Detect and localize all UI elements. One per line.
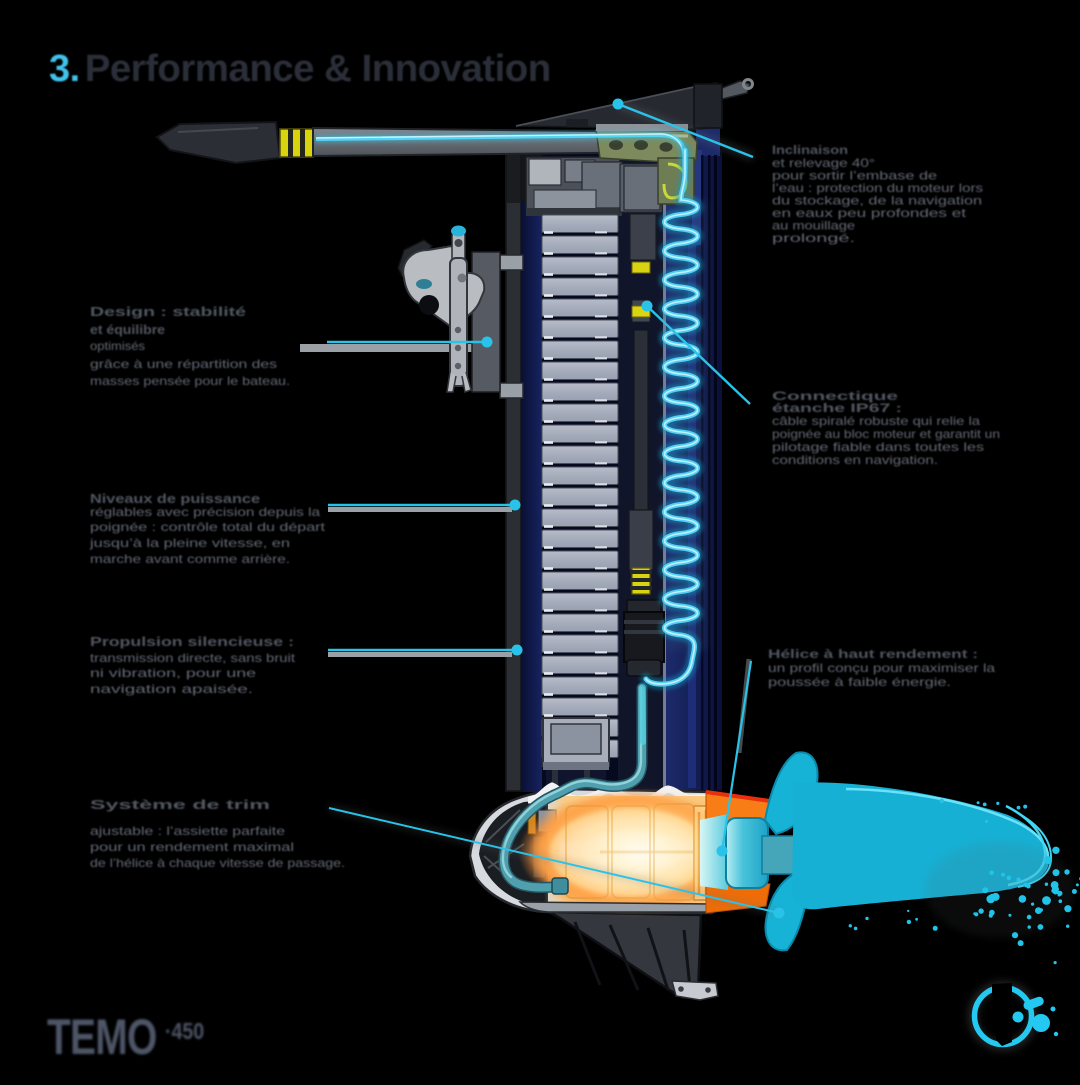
svg-text:et équilibre: et équilibre — [90, 322, 165, 337]
svg-text:TEMO: TEMO — [47, 1008, 157, 1065]
svg-text:poussée à faible énergie.: poussée à faible énergie. — [768, 675, 951, 689]
svg-text:étanche IP67 :: étanche IP67 : — [772, 401, 902, 415]
svg-text:poignée : contrôle total du dé: poignée : contrôle total du départ — [90, 520, 326, 534]
svg-text:conditions en navigation.: conditions en navigation. — [772, 453, 938, 467]
svg-text:Inclinaison: Inclinaison — [772, 143, 848, 157]
svg-text:de l’hélice à chaque vitesse d: de l’hélice à chaque vitesse de passage. — [90, 856, 345, 870]
svg-text:grâce à une répartition des: grâce à une répartition des — [90, 357, 277, 371]
svg-text:poignée au bloc moteur et gara: poignée au bloc moteur et garantit un — [772, 427, 1000, 441]
svg-text:l’eau : protection du moteur l: l’eau : protection du moteur lors — [772, 181, 983, 195]
svg-text:Hélice à haut rendement :: Hélice à haut rendement : — [768, 647, 978, 661]
svg-text:ajustable : l’assiette parfait: ajustable : l’assiette parfaite — [90, 824, 285, 838]
svg-text:pour un rendement maximal: pour un rendement maximal — [90, 840, 294, 854]
svg-text:pilotage fiable dans toutes le: pilotage fiable dans toutes les — [772, 440, 984, 454]
svg-text:un profil conçu pour maximiser: un profil conçu pour maximiser la — [768, 661, 995, 675]
svg-text:3.Performance & Innovation: 3.Performance & Innovation — [49, 48, 551, 90]
svg-text:·450: ·450 — [165, 1019, 204, 1045]
svg-text:Design : stabilité: Design : stabilité — [90, 304, 246, 319]
svg-text:ni vibration, pour une: ni vibration, pour une — [90, 666, 256, 680]
svg-text:câble spiralé robuste qui reli: câble spiralé robuste qui relie la — [772, 414, 980, 428]
svg-text:optimisés: optimisés — [90, 339, 145, 353]
svg-text:au mouillage: au mouillage — [772, 219, 855, 233]
svg-text:Système de trim: Système de trim — [90, 797, 270, 812]
svg-text:marche avant comme arrière.: marche avant comme arrière. — [90, 552, 290, 566]
svg-text:prolongé.: prolongé. — [772, 231, 855, 245]
svg-text:jusqu’à la pleine vitesse, en: jusqu’à la pleine vitesse, en — [89, 536, 290, 550]
svg-text:réglables avec précision depui: réglables avec précision depuis la — [90, 505, 320, 519]
svg-text:Niveaux de puissance: Niveaux de puissance — [90, 491, 260, 506]
svg-text:navigation apaisée.: navigation apaisée. — [90, 682, 253, 696]
svg-text:pour sortir l’embase de: pour sortir l’embase de — [772, 169, 937, 183]
svg-text:masses pensée pour le bateau.: masses pensée pour le bateau. — [90, 374, 290, 388]
svg-text:en eaux peu profondes et: en eaux peu profondes et — [772, 206, 967, 220]
svg-text:et relevage 40°: et relevage 40° — [772, 156, 875, 170]
svg-text:transmission directe, sans bru: transmission directe, sans bruit — [90, 651, 296, 665]
svg-text:Connectique: Connectique — [772, 389, 899, 403]
svg-text:Propulsion silencieuse :: Propulsion silencieuse : — [90, 634, 294, 649]
svg-text:du stockage, de la navigation: du stockage, de la navigation — [772, 194, 982, 208]
